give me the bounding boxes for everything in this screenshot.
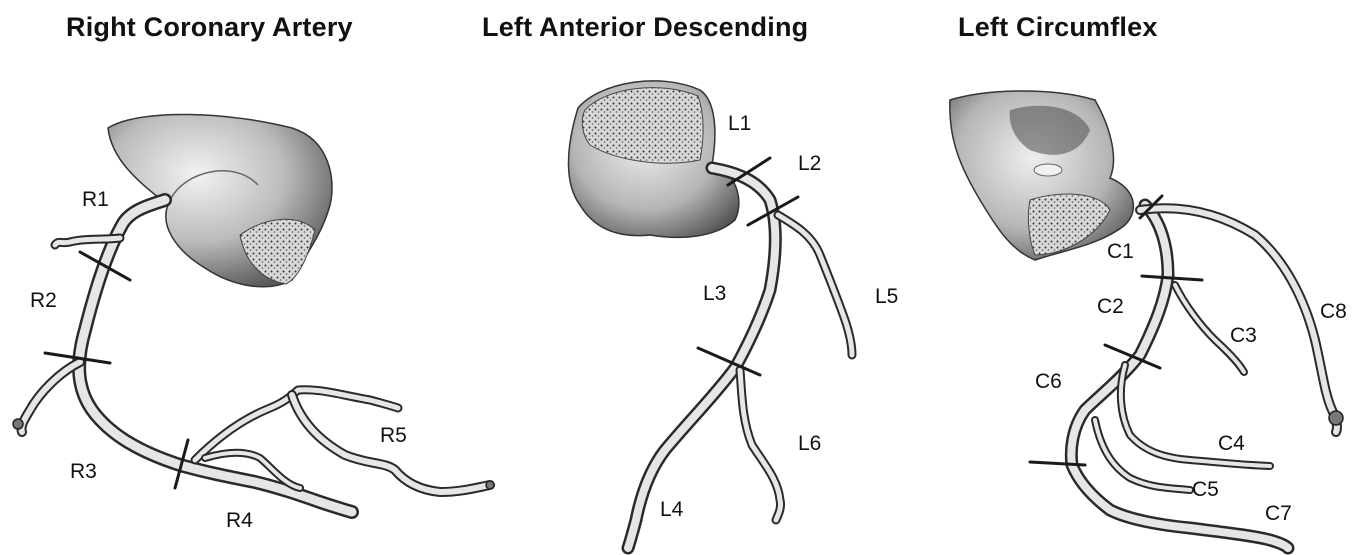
label-c5: C5 [1192,478,1219,501]
rca-figure: R1 R2 R3 R4 R5 [13,114,494,532]
label-c3: C3 [1230,324,1257,347]
label-l5: L5 [875,285,898,308]
label-c4: C4 [1218,432,1245,455]
label-l2: L2 [798,152,821,175]
lad-figure: L1 L2 L3 L4 L5 L6 [568,81,898,548]
label-c8: C8 [1320,300,1347,323]
label-l6: L6 [798,432,821,455]
label-r1: R1 [82,188,109,211]
lcx-cut-c1-c2 [1142,276,1202,280]
label-l3: L3 [703,282,726,305]
lcx-figure: C1 C2 C3 C4 C5 C6 C7 C8 [950,91,1347,548]
label-r5: R5 [380,424,407,447]
label-r4: R4 [226,509,253,532]
label-c7: C7 [1265,502,1292,525]
label-r3: R3 [70,460,97,483]
label-r2: R2 [30,289,57,312]
label-c2: C2 [1097,295,1124,318]
label-l1: L1 [728,112,751,135]
label-c1: C1 [1107,240,1134,263]
panel-title-rca: Right Coronary Artery [66,12,353,43]
label-l4: L4 [660,498,684,521]
panel-title-lad: Left Anterior Descending [482,12,808,43]
label-c6: C6 [1035,370,1062,393]
panel-title-lcx: Left Circumflex [958,12,1158,43]
